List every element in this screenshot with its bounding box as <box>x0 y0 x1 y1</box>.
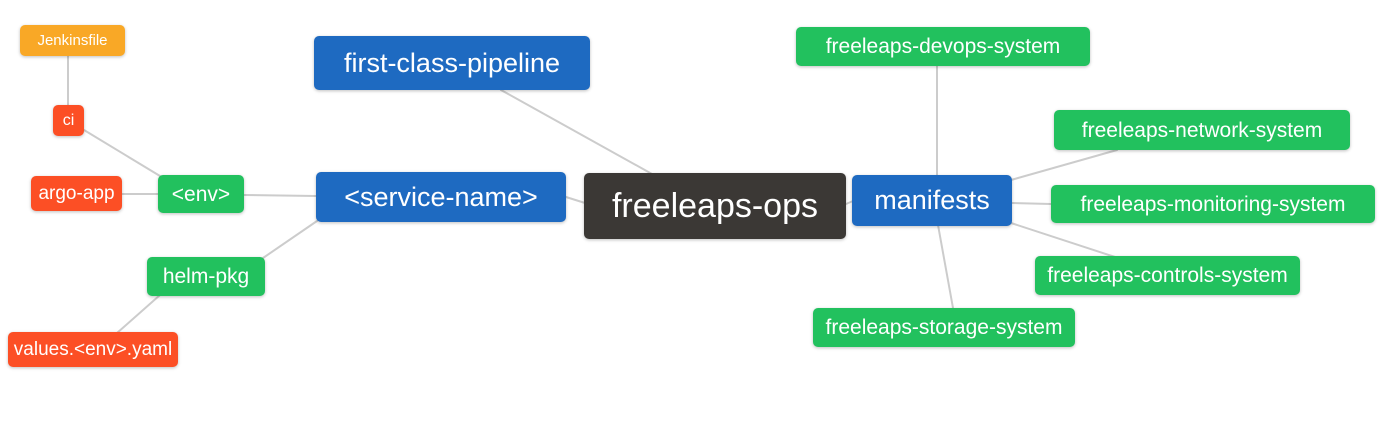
node-jenkinsfile[interactable]: Jenkinsfile <box>20 25 125 56</box>
edge-manifests-storage <box>937 224 954 309</box>
edge-values-helm-pkg <box>116 294 161 334</box>
node-argo-app[interactable]: argo-app <box>31 176 122 211</box>
edge-ci-env <box>83 129 161 177</box>
edge-first-class-pipeline-ops <box>500 89 653 175</box>
edge-env-service-name <box>243 194 317 197</box>
node-first-class-pipeline[interactable]: first-class-pipeline <box>314 36 590 90</box>
node-freeleaps-devops-system[interactable]: freeleaps-devops-system <box>796 27 1090 66</box>
node-env[interactable]: <env> <box>158 175 244 213</box>
node-helm-pkg[interactable]: helm-pkg <box>147 257 265 296</box>
node-service-name[interactable]: <service-name> <box>316 172 566 222</box>
node-freeleaps-controls-system[interactable]: freeleaps-controls-system <box>1035 256 1300 295</box>
node-freeleaps-network-system[interactable]: freeleaps-network-system <box>1054 110 1350 150</box>
edge-ops-manifests <box>845 200 854 205</box>
edge-service-name-ops <box>565 196 586 204</box>
edge-helm-pkg-service-name <box>262 220 318 259</box>
node-freeleaps-ops-root[interactable]: freeleaps-ops <box>584 173 846 239</box>
node-manifests[interactable]: manifests <box>852 175 1012 226</box>
node-freeleaps-monitoring-system[interactable]: freeleaps-monitoring-system <box>1051 185 1375 223</box>
node-values-env-yaml[interactable]: values.<env>.yaml <box>8 332 178 367</box>
edge-manifests-controls <box>1010 222 1116 258</box>
edge-manifests-monitoring <box>1011 202 1052 205</box>
node-ci[interactable]: ci <box>53 105 84 136</box>
edge-manifests-network <box>1010 149 1118 181</box>
node-freeleaps-storage-system[interactable]: freeleaps-storage-system <box>813 308 1075 347</box>
